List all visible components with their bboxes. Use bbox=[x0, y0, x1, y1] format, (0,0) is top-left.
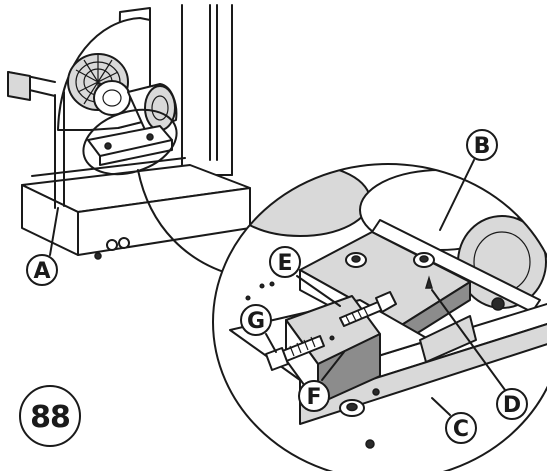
callout-f-label: F bbox=[306, 385, 321, 410]
callout-f: F bbox=[298, 351, 345, 412]
callout-a-label: A bbox=[33, 259, 50, 284]
bolt-g bbox=[265, 335, 325, 371]
callout-a: A bbox=[26, 207, 59, 286]
blower-motor bbox=[127, 83, 178, 133]
callout-c-label: C bbox=[453, 417, 469, 442]
adjusting-bolt bbox=[339, 291, 397, 327]
callout-c: C bbox=[431, 397, 477, 444]
callout-d: D bbox=[431, 289, 528, 420]
furnace-overview bbox=[7, 4, 251, 260]
callout-g: G bbox=[240, 304, 277, 353]
mount-nut bbox=[413, 252, 435, 268]
detail-leader-curve bbox=[137, 169, 231, 275]
callout-b: B bbox=[439, 129, 498, 231]
callout-b-label: B bbox=[474, 134, 491, 159]
detail-view bbox=[212, 163, 547, 471]
figure-number: 88 bbox=[30, 400, 70, 435]
callout-e-label: E bbox=[277, 251, 292, 276]
callout-d-label: D bbox=[503, 393, 521, 418]
callout-e: E bbox=[269, 246, 341, 307]
callout-g-label: G bbox=[247, 309, 265, 334]
mount-nut bbox=[345, 252, 367, 268]
figure-number-badge: 88 bbox=[19, 385, 81, 447]
